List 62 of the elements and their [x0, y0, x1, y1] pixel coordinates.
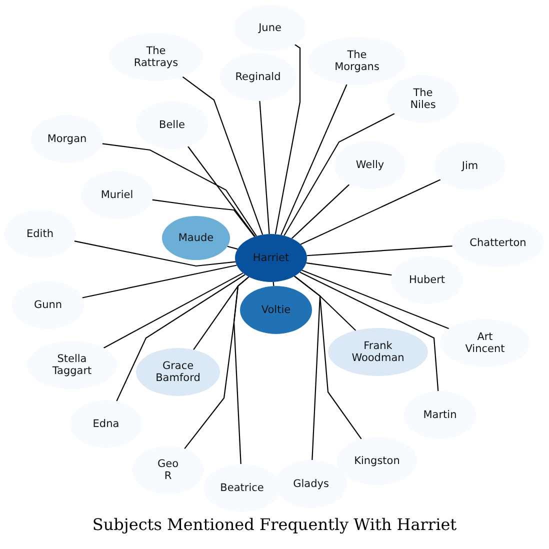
node-label: Edith	[26, 228, 54, 240]
node-label: Reginald	[235, 71, 281, 83]
node-label: Art Vincent	[464, 331, 506, 355]
connector-line	[74, 240, 236, 267]
node-label: Frank Woodman	[350, 340, 406, 364]
node-label: Gladys	[293, 478, 329, 490]
ellipse-node	[220, 53, 296, 101]
connector-line	[233, 276, 250, 464]
connector-line	[280, 84, 348, 236]
node-label: Edna	[92, 418, 120, 430]
node-label: Belle	[159, 119, 185, 131]
node-label: Hubert	[408, 274, 446, 286]
node-label: Voltie	[261, 304, 291, 316]
node-label: Beatrice	[220, 482, 264, 494]
connector-line	[188, 146, 256, 237]
node-label: The Rattrays	[132, 45, 180, 69]
ellipse-node	[328, 328, 428, 376]
ellipse-node	[132, 446, 204, 494]
connector-line	[152, 199, 255, 237]
node-label: Gunn	[34, 299, 62, 311]
node-label: Geo R	[156, 458, 180, 482]
node-label: Chatterton	[470, 237, 526, 249]
node-label: June	[258, 22, 282, 34]
ellipse-node	[434, 142, 506, 190]
node-label: Welly	[356, 159, 384, 171]
ellipse-node	[440, 319, 530, 367]
connector-line	[259, 100, 270, 234]
ellipse-node	[204, 464, 280, 512]
node-label: Harriet	[252, 252, 290, 264]
chart-title: Subjects Mentioned Frequently With Harriet	[91, 515, 458, 534]
node-label: Grace Bamford	[154, 360, 202, 384]
connector-line	[294, 276, 321, 460]
ellipse-node	[235, 234, 307, 282]
ellipse-node	[240, 286, 312, 334]
ellipse-node	[162, 216, 230, 260]
connector-line	[284, 113, 395, 236]
node-label: Jim	[462, 160, 478, 172]
ellipse-node	[387, 75, 459, 123]
node-label: Stella Taggart	[51, 353, 93, 377]
node-label: Morgan	[47, 133, 87, 145]
connector-line	[300, 272, 439, 392]
connector-line	[306, 262, 392, 276]
connector-line	[300, 179, 441, 245]
ellipse-node	[334, 141, 406, 189]
connector-line	[291, 184, 350, 239]
connector-line	[103, 272, 244, 348]
connector-line	[182, 76, 264, 235]
ellipse-node	[391, 256, 463, 304]
connector-line	[306, 245, 452, 256]
connector-line	[102, 143, 257, 236]
node-label: Maude	[178, 232, 214, 244]
connector-line	[116, 274, 246, 402]
connector-line	[302, 270, 450, 330]
node-label: Martin	[423, 409, 457, 421]
connector-line	[82, 264, 237, 298]
ellipse-node	[136, 348, 220, 396]
connector-line	[274, 44, 301, 234]
node-label: The Niles	[409, 87, 437, 111]
node-label: The Morgans	[334, 49, 380, 73]
node-label: Muriel	[100, 189, 134, 201]
node-label: Kingston	[354, 455, 400, 467]
connector-line	[227, 246, 238, 250]
